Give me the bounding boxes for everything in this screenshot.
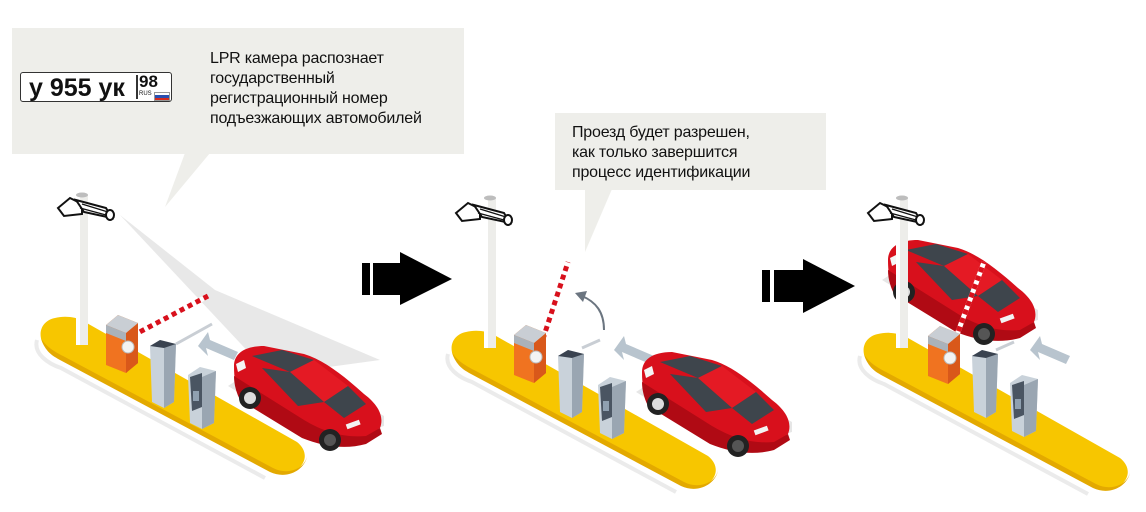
russia-flag-icon <box>154 92 170 101</box>
barrier-box-3 <box>927 325 961 385</box>
pay-station-2 <box>598 377 626 439</box>
direction-arrow-icon <box>198 332 238 360</box>
step-arrow-1-icon <box>362 252 452 305</box>
barrier-box-2 <box>513 324 547 384</box>
direction-arrow-icon <box>1030 336 1070 364</box>
kiosk-2 <box>558 350 584 418</box>
barrier-arm-closed <box>130 293 210 339</box>
bubble-2-text: Проезд будет разрешен, как только заверш… <box>572 123 750 183</box>
bubble-1-line-2: государственный <box>210 70 335 87</box>
step-1-scene <box>34 192 384 480</box>
bubble-2-line-3: процесс идентификации <box>572 164 751 181</box>
pay-station-1 <box>188 367 216 429</box>
plate-region-code: 98 <box>139 72 158 91</box>
kiosk-1 <box>150 340 176 408</box>
bubble-1-line-3: регистрационный номер <box>210 90 388 107</box>
step-arrow-2-icon <box>762 259 855 313</box>
bubble-2-line-2: как только завершится <box>572 144 738 161</box>
bubble-1-line-4: подъезжающих автомобилей <box>210 110 422 127</box>
camera-beam <box>120 215 380 375</box>
rotate-arrow-icon <box>581 295 605 331</box>
step-3-scene <box>857 195 1132 496</box>
step-2-scene <box>445 195 792 494</box>
license-plate: у 955 ук 98 RUS <box>20 72 172 102</box>
plate-country: RUS <box>139 91 152 97</box>
pay-station-3 <box>1010 375 1038 437</box>
kiosk-3 <box>972 350 998 418</box>
plate-divider <box>136 75 138 99</box>
bubble-1-text: LPR камера распознает государственный ре… <box>210 49 422 129</box>
speech-bubble-2 <box>555 113 826 190</box>
barrier-box-1 <box>105 314 139 374</box>
bubble-1-line-1: LPR камера распознает <box>210 50 384 67</box>
plate-number: у 955 ук <box>29 74 125 102</box>
bubble-2-line-1: Проезд будет разрешен, <box>572 124 750 141</box>
